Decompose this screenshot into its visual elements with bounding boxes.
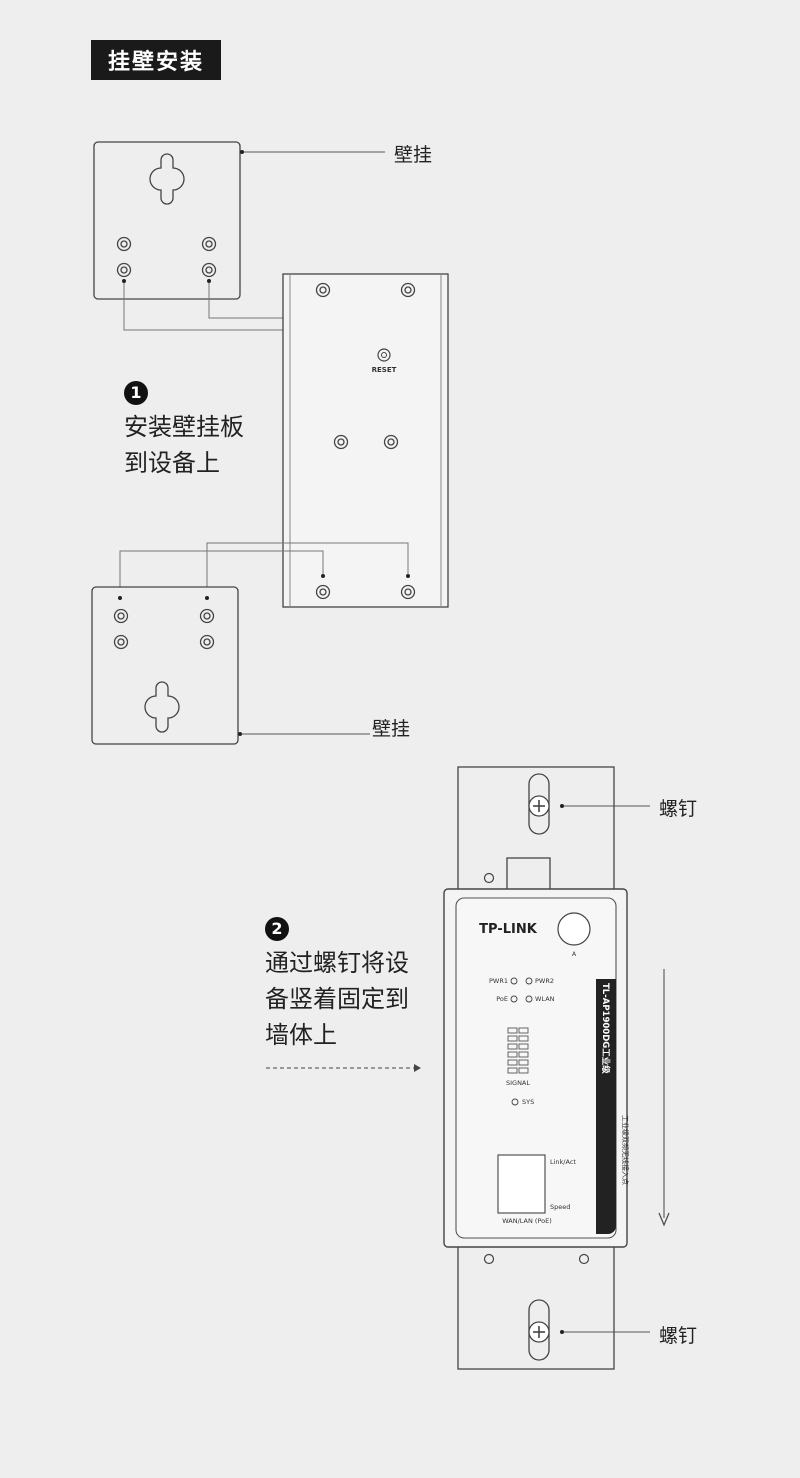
step-2-line-1: 通过螺钉将设 xyxy=(265,949,409,977)
led-indicator xyxy=(511,1098,519,1106)
keyhole-slot-icon xyxy=(144,681,180,733)
led-sys-label: SYS xyxy=(522,1098,534,1106)
link-act-label: Link/Act xyxy=(550,1158,576,1166)
connector-lines-bottom xyxy=(119,542,409,596)
wall-plate-top xyxy=(93,141,241,300)
signal-bars-icon xyxy=(507,1027,529,1074)
keyhole-slot-icon xyxy=(149,153,185,205)
antenna-port-icon xyxy=(557,912,591,946)
step-number-badge: 2 xyxy=(265,917,289,941)
led-pwr2-label: PWR2 xyxy=(535,977,554,985)
mount-hole-icon xyxy=(116,236,217,278)
step-1-line-2: 到设备上 xyxy=(124,449,220,477)
reset-button-icon xyxy=(377,348,391,362)
down-arrow-icon xyxy=(658,969,670,1227)
step-1-instruction: 1 安装壁挂板 到设备上 xyxy=(124,372,244,481)
step-number-badge: 1 xyxy=(124,381,148,405)
step-2-instruction: 2 通过螺钉将设 备竖着固定到 墙体上 xyxy=(265,908,409,1053)
wall-mount-callout-bottom: 壁挂 xyxy=(372,718,411,740)
step-1-line-1: 安装壁挂板 xyxy=(124,413,244,441)
mount-hole-icon xyxy=(113,608,215,650)
antenna-connector xyxy=(506,857,551,891)
signal-label: SIGNAL xyxy=(506,1079,530,1087)
reset-label: RESET xyxy=(372,366,397,374)
led-indicator xyxy=(525,977,533,985)
brand-logo: TP-LINK xyxy=(479,922,538,937)
dashed-arrow-icon xyxy=(266,1064,421,1072)
subtitle-label: 工业级双频无线接入点 xyxy=(621,1115,630,1185)
screw-callout-top: 螺钉 xyxy=(659,798,698,820)
led-pwr1-label: PWR1 xyxy=(489,977,508,985)
antenna-label: A xyxy=(572,951,577,958)
step-2-line-3: 墙体上 xyxy=(265,1021,337,1049)
screw-icon xyxy=(528,1321,550,1343)
led-indicator xyxy=(510,977,518,985)
wall-mount-callout-top: 壁挂 xyxy=(394,144,433,166)
model-label: TL-AP1900DG工业级 xyxy=(600,983,611,1074)
led-indicator xyxy=(510,995,518,1003)
model-label-strip xyxy=(596,979,616,1234)
wall-plate-bottom xyxy=(91,586,239,745)
ethernet-port xyxy=(497,1154,546,1214)
led-indicator xyxy=(525,995,533,1003)
device-back-panel: RESET xyxy=(282,273,449,608)
screw-callout-bottom: 螺钉 xyxy=(659,1325,698,1347)
led-wlan-label: WLAN xyxy=(535,995,555,1003)
screw-icon xyxy=(528,795,550,817)
speed-label: Speed xyxy=(550,1203,570,1211)
port-label: WAN/LAN (PoE) xyxy=(502,1217,552,1225)
section-title: 挂壁安装 xyxy=(91,40,221,80)
step-2-line-2: 备竖着固定到 xyxy=(265,985,409,1013)
device-front: TP-LINK A PWR1 PWR2 PoE WLAN SIGNAL SYS … xyxy=(443,888,630,1248)
led-poe-label: PoE xyxy=(496,995,508,1003)
